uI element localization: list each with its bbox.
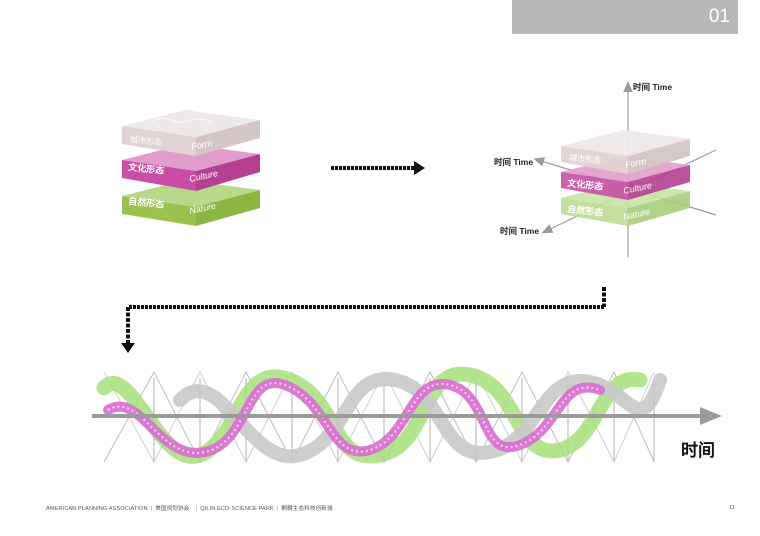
return-connector-dashed [121,287,606,353]
footer: AMERICAN PLANNING ASSOCIATION|美国规划协会 |QI… [46,506,333,512]
nature-label-cn-right: 自然形态 [567,203,604,218]
culture-label-cn: 文化形态 [127,161,165,177]
culture-layer: 文化形态 Culture [122,144,260,191]
footer-org-cn: 美国规划协会 [155,506,190,512]
axis-label-down-left: 时间 Time [500,226,539,236]
culture-strand [103,378,605,458]
timeline-label: 时间 [681,440,715,461]
arrow-right-dashed [331,161,425,175]
layer-stack-right: 自然形态 Nature 文化形态 Culture 城市形态 Form 时间 Ti… [494,81,717,257]
nature-layer: 自然形态 Nature [122,180,260,226]
form-label-en-right: Form [624,156,647,170]
form-label-en: Form [190,138,213,152]
helix-timeline: 时间 [92,366,722,464]
time-axis-arrowhead [700,407,722,425]
footer-org-en: AMERICAN PLANNING ASSOCIATION [46,506,148,512]
axis-label-left: 时间 Time [494,157,533,167]
footer-project-cn: 麒麟生态科技创新城 [281,506,333,512]
form-label-cn: 城市形态 [130,134,163,147]
axis-label-up: 时间 Time [633,82,672,92]
culture-label-cn-right: 文化形态 [566,177,604,192]
page-number: 11 [729,505,735,511]
nature-label-cn: 自然形态 [128,195,165,211]
layer-stack-left: 自然形态 Nature 文化形态 Culture 城市形态 Form [122,110,260,226]
footer-project-en: QILIN ECO-SCIENCE PARK [200,506,274,512]
form-layer: 城市形态 Form [122,110,260,156]
form-label-cn-right: 城市形态 [569,152,602,165]
slide-number-badge: 01 [512,0,738,34]
